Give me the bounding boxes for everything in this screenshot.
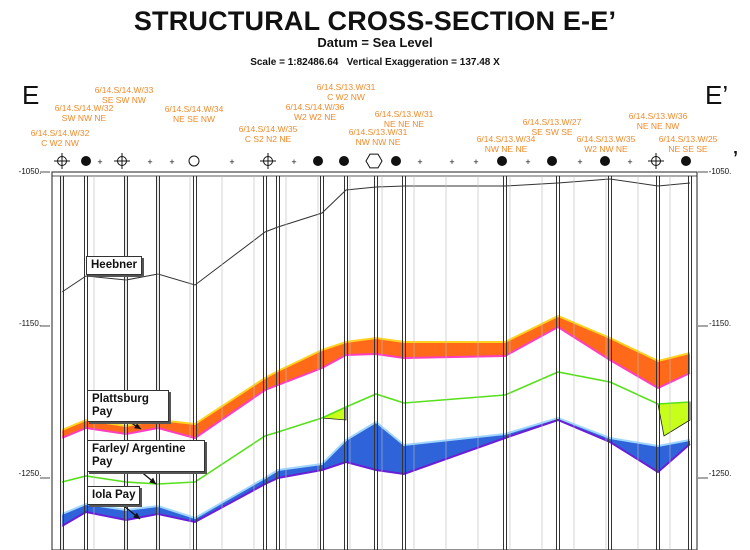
farley-argentine-pay-callout: Farley/ Argentine Pay — [87, 440, 205, 472]
location-cross: + — [627, 157, 632, 167]
well-label-line: NE SE SE — [668, 144, 708, 154]
farley-horizon-line — [61, 371, 691, 485]
location-cross: + — [147, 157, 152, 167]
well-label-line: 6/14.S/13.W/31 — [375, 109, 434, 119]
well-label-line: 6/14.S/13.W/35 — [577, 134, 636, 144]
arrow-head — [149, 477, 156, 484]
plattsburg-base-line — [61, 325, 691, 440]
iola-top-line — [61, 416, 691, 520]
section-end-right: E’ — [705, 80, 729, 110]
scale-label: Scale = 1:82486.64 — [250, 57, 339, 68]
well-label-line: 6/14.S/13.W/31 — [317, 82, 376, 92]
oil-well-symbol — [547, 156, 557, 166]
well-label-line: NW NE NE — [485, 144, 528, 154]
well-label-line: SE SW NW — [102, 95, 146, 105]
section-frame — [40, 171, 708, 550]
dry-hole-symbol — [54, 153, 70, 169]
well-label-line: 6/14.S/14.W/32 — [55, 103, 114, 113]
gas-well-symbol — [365, 153, 383, 169]
well-label-line: W2 NW NE — [584, 144, 628, 154]
well-label-line: C S2 N2 NE — [245, 134, 292, 144]
well-label-line: NE NE NW — [637, 121, 680, 131]
well-label-line: 6/14.S/13.W/34 — [477, 134, 536, 144]
callout-arrows — [123, 420, 157, 520]
well-label-line: W2 W2 NE — [294, 112, 336, 122]
well-label-line: 6/14.S/14.W/34 — [165, 104, 224, 114]
well-label-line: 6/14.S/14.W/33 — [95, 85, 154, 95]
location-cross: + — [473, 157, 478, 167]
plattsburg-top-line — [61, 314, 691, 431]
location-cross: + — [525, 157, 530, 167]
well-label-line: 6/14.S/13.W/25 — [659, 134, 718, 144]
dry-hole-symbol — [260, 153, 276, 169]
well-label-line: 6/14.S/14.W/32 — [31, 128, 90, 138]
plattsburg-pay-fill — [62, 316, 690, 438]
well-label-line: C W2 NW — [41, 138, 79, 148]
well-label-line: 6/14.S/14.W/35 — [239, 124, 298, 134]
iola-pay-callout: Iola Pay — [87, 486, 141, 505]
farley-arrow — [138, 469, 157, 485]
oil-well-symbol — [339, 156, 349, 166]
location-cross: + — [97, 157, 102, 167]
depth-label-bottom-left: -1250. — [19, 469, 42, 478]
figure-title: STRUCTURAL CROSS-SECTION E-E’ — [133, 6, 617, 36]
oil-well-symbol — [600, 156, 610, 166]
plattsburg-arrow — [127, 420, 142, 430]
plattsburg-pay-callout: Plattsburg Pay — [87, 390, 169, 422]
well-label-line: NE NE NE — [384, 119, 424, 129]
scale-line: Scale = 1:82486.64 Vertical Exaggeration… — [0, 57, 750, 68]
location-cross: + — [417, 157, 422, 167]
well-label-line: 6/14.S/14.W/36 — [286, 102, 345, 112]
well-label-line: C W2 NW — [327, 92, 365, 102]
heebner-callout: Heebner — [86, 256, 143, 275]
dry-hole-symbol — [648, 153, 664, 169]
datum-label: Datum = Sea Level — [317, 35, 433, 50]
well-label-line: 6/14.S/13.W/31 — [349, 127, 408, 137]
heebner-horizon-line — [61, 178, 691, 293]
arrow-head — [134, 423, 141, 429]
horizon-lines — [61, 178, 691, 527]
well-bores — [60, 176, 692, 550]
depth-label-top-right: -1050. — [709, 167, 732, 176]
oil-well-symbol — [391, 156, 401, 166]
iola-base-line — [61, 418, 691, 527]
depth-label-bottom-right: -1250. — [709, 469, 732, 478]
vertical-exaggeration-label: Vertical Exaggeration = 137.48 X — [346, 57, 500, 68]
well-label-line: SW NW NE — [62, 113, 107, 123]
oil-well-symbol — [497, 156, 507, 166]
oil-well-symbol — [681, 156, 691, 166]
section-border — [51, 171, 698, 550]
well-label-line: 6/14.S/13.W/36 — [629, 111, 688, 121]
location-symbol — [188, 155, 200, 167]
arrow-head — [133, 512, 140, 519]
depth-label-mid-left: -1150. — [19, 319, 41, 328]
well-label-line: 6/14.S/13.W/27 — [523, 117, 582, 127]
oil-well-symbol — [313, 156, 323, 166]
well-label-line: NW NW NE — [356, 137, 401, 147]
location-cross: + — [577, 157, 582, 167]
location-cross: + — [449, 157, 454, 167]
well-label-line: SE SW SE — [531, 127, 572, 137]
location-cross: + — [169, 157, 174, 167]
iola-arrow — [123, 505, 141, 520]
oil-well-symbol — [81, 156, 91, 166]
depth-label-mid-right: -1150. — [709, 319, 731, 328]
section-end-left: E — [22, 80, 40, 110]
depth-label-top-left: -1050. — [19, 167, 42, 176]
well-symbols: + + + + + + + + + + + — [54, 153, 691, 169]
location-cross: + — [291, 157, 296, 167]
farley-pay-fill-east — [657, 401, 691, 437]
dry-hole-symbol — [114, 153, 130, 169]
location-cross: + — [229, 157, 234, 167]
edge-tick-mark: ’ — [733, 148, 739, 168]
well-label-line: NE SE NW — [173, 114, 215, 124]
